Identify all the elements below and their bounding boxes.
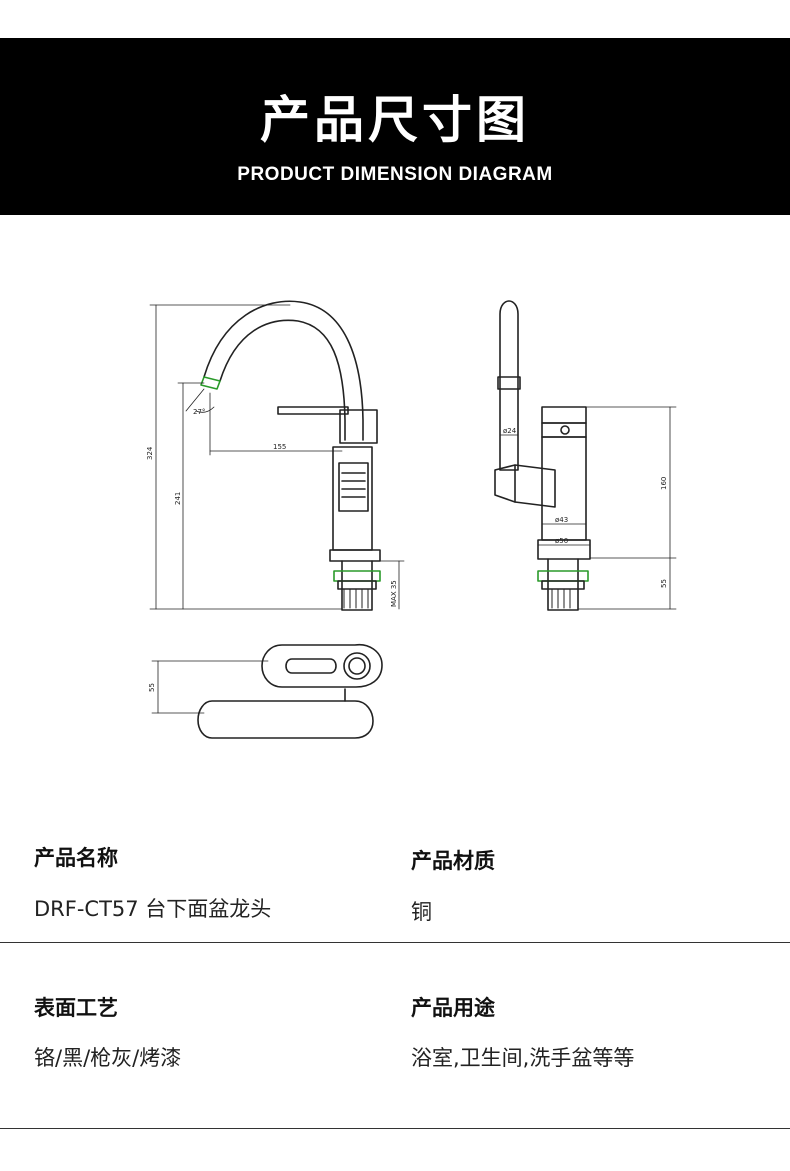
product-name-value: DRF-CT57 台下面盆龙头 <box>34 897 272 921</box>
dimension-drawing: 324 241 155 27° MAX 35 160 55 ø24 ø43 ø5… <box>146 300 677 739</box>
surface-finish-value: 铬/黑/枪灰/烤漆 <box>34 1046 182 1070</box>
dim-total-height: 324 <box>146 446 154 460</box>
header-banner: 产品尺寸图 PRODUCT DIMENSION DIAGRAM <box>0 38 790 215</box>
top-view-dimensions <box>151 660 269 714</box>
spec-divider <box>0 1128 790 1129</box>
product-material-label: 产品材质 <box>411 849 495 873</box>
front-view-faucet <box>494 300 591 611</box>
product-usage-label: 产品用途 <box>411 996 495 1020</box>
side-view-faucet <box>200 300 381 611</box>
product-material-value: 铜 <box>411 900 432 924</box>
page-subtitle: PRODUCT DIMENSION DIAGRAM <box>237 164 553 185</box>
dim-handle-width: 55 <box>148 683 156 692</box>
dim-body-height: 160 <box>660 477 668 490</box>
dim-base-height: 55 <box>660 579 668 588</box>
side-view-dimensions <box>149 304 405 610</box>
page-title: 产品尺寸图 <box>260 91 530 149</box>
top-view-faucet <box>197 643 383 739</box>
dim-spout-diameter: ø24 <box>503 427 517 435</box>
dim-base-diameter: ø50 <box>555 537 568 545</box>
product-usage-value: 浴室,卫生间,洗手盆等等 <box>411 1046 635 1070</box>
dim-body-diameter: ø43 <box>555 516 568 524</box>
front-view-dimensions <box>499 406 677 610</box>
dim-max-thickness: MAX 35 <box>390 580 398 607</box>
spec-divider <box>0 942 790 943</box>
surface-finish-label: 表面工艺 <box>34 996 118 1020</box>
dim-spout-height: 241 <box>174 492 182 505</box>
dim-angle: 27° <box>193 408 205 416</box>
dim-reach: 155 <box>273 443 286 451</box>
product-name-label: 产品名称 <box>34 846 118 870</box>
